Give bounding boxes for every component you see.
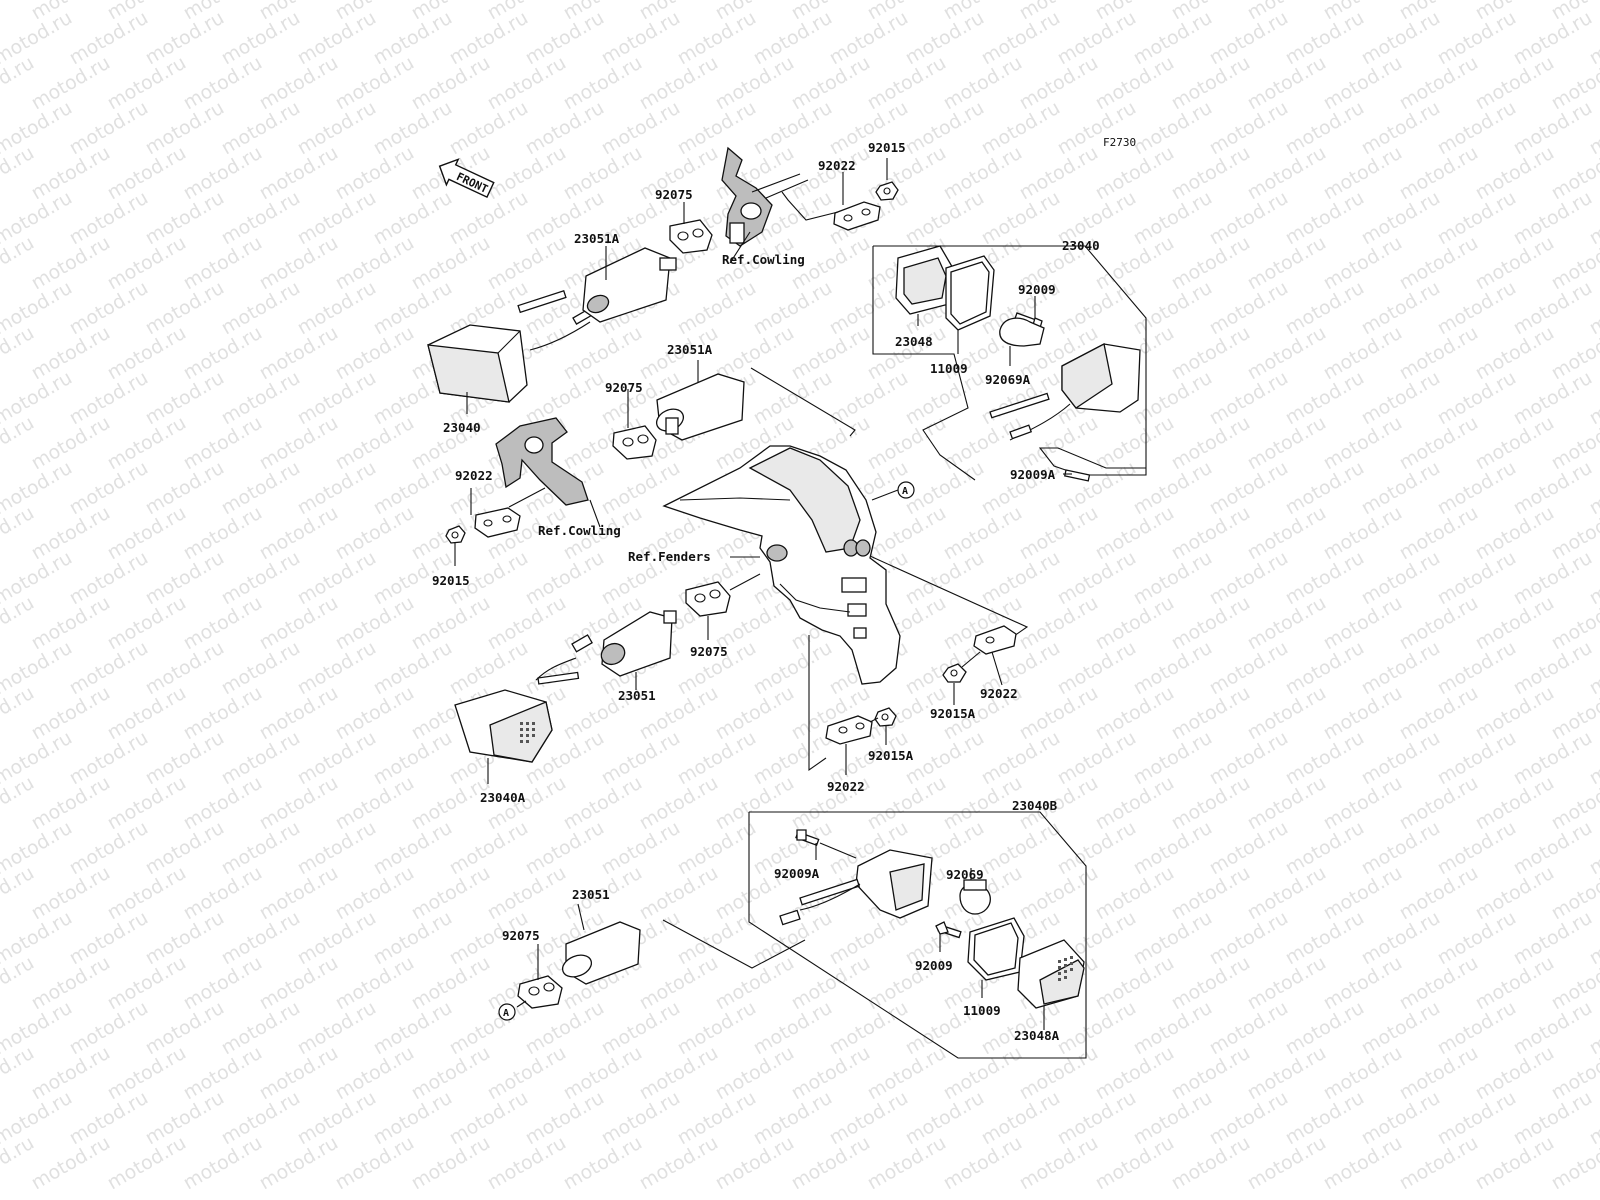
part-label-23051A-top: 23051A [574,231,620,246]
part-label-23051-lower: 23051 [618,688,656,703]
part-label-92075-lower: 92075 [690,644,728,659]
ref-fenders: Ref.Fenders [628,549,711,564]
ref-cowling-left: Ref.Cowling [538,523,621,538]
part-labels: 92015 92022 92075 23051A 23040 92009 230… [432,140,1100,1043]
connector-a-lower: A [498,1003,516,1021]
group-frames [662,245,1147,1059]
part-label-92009A-bottom: 92009A [774,866,820,881]
part-label-23048: 23048 [895,334,933,349]
part-label-23040B: 23040B [1012,798,1058,813]
turn-signal-rear-right-kit [517,829,1085,1009]
leader-lines [454,158,1072,1030]
part-label-92075-top: 92075 [655,187,693,202]
connector-a-upper: A [871,481,915,501]
mount-rear-left [445,373,745,544]
part-label-92022-top: 92022 [818,158,856,173]
lens-pattern-bottom [1058,956,1073,981]
part-label-23040-left: 23040 [443,420,481,435]
part-label-92069: 92069 [946,867,984,882]
turn-signal-front-left [427,146,899,403]
part-label-23051-bottom: 23051 [572,887,610,902]
part-label-92069A: 92069A [985,372,1031,387]
part-label-92015-top: 92015 [868,140,906,155]
part-label-23051A-mid: 23051A [667,342,713,357]
fasteners-right [825,625,1017,745]
part-label-92015A-upper: 92015A [930,706,976,721]
figure-code: F2730 [1103,136,1136,149]
part-label-92075-mid: 92075 [605,380,643,395]
part-label-92009-bottom: 92009 [915,958,953,973]
rear-fender-ref [662,445,901,685]
part-label-92075-bottom: 92075 [502,928,540,943]
connector-a-upper-label: A [902,486,908,497]
ref-cowling-top: Ref.Cowling [722,252,805,267]
part-label-23040-rightgroup: 23040 [1062,238,1100,253]
part-label-23048A: 23048A [1014,1028,1060,1043]
part-label-92009A-right: 92009A [1010,467,1056,482]
part-label-23040A: 23040A [480,790,526,805]
part-label-92009-right: 92009 [1018,282,1056,297]
part-label-11009-right: 11009 [930,361,968,376]
turn-signal-rear-left [454,573,761,763]
part-label-92022-left: 92022 [455,468,493,483]
part-label-92022-bottom: 92022 [827,779,865,794]
turn-signal-front-right-kit [895,245,1141,482]
lens-pattern [520,722,535,743]
part-label-92015-left: 92015 [432,573,470,588]
part-label-11009-bottom: 11009 [963,1003,1001,1018]
connector-a-lower-label: A [503,1008,509,1019]
part-label-92022-lowerright: 92022 [980,686,1018,701]
part-label-92015A-lower: 92015A [868,748,914,763]
